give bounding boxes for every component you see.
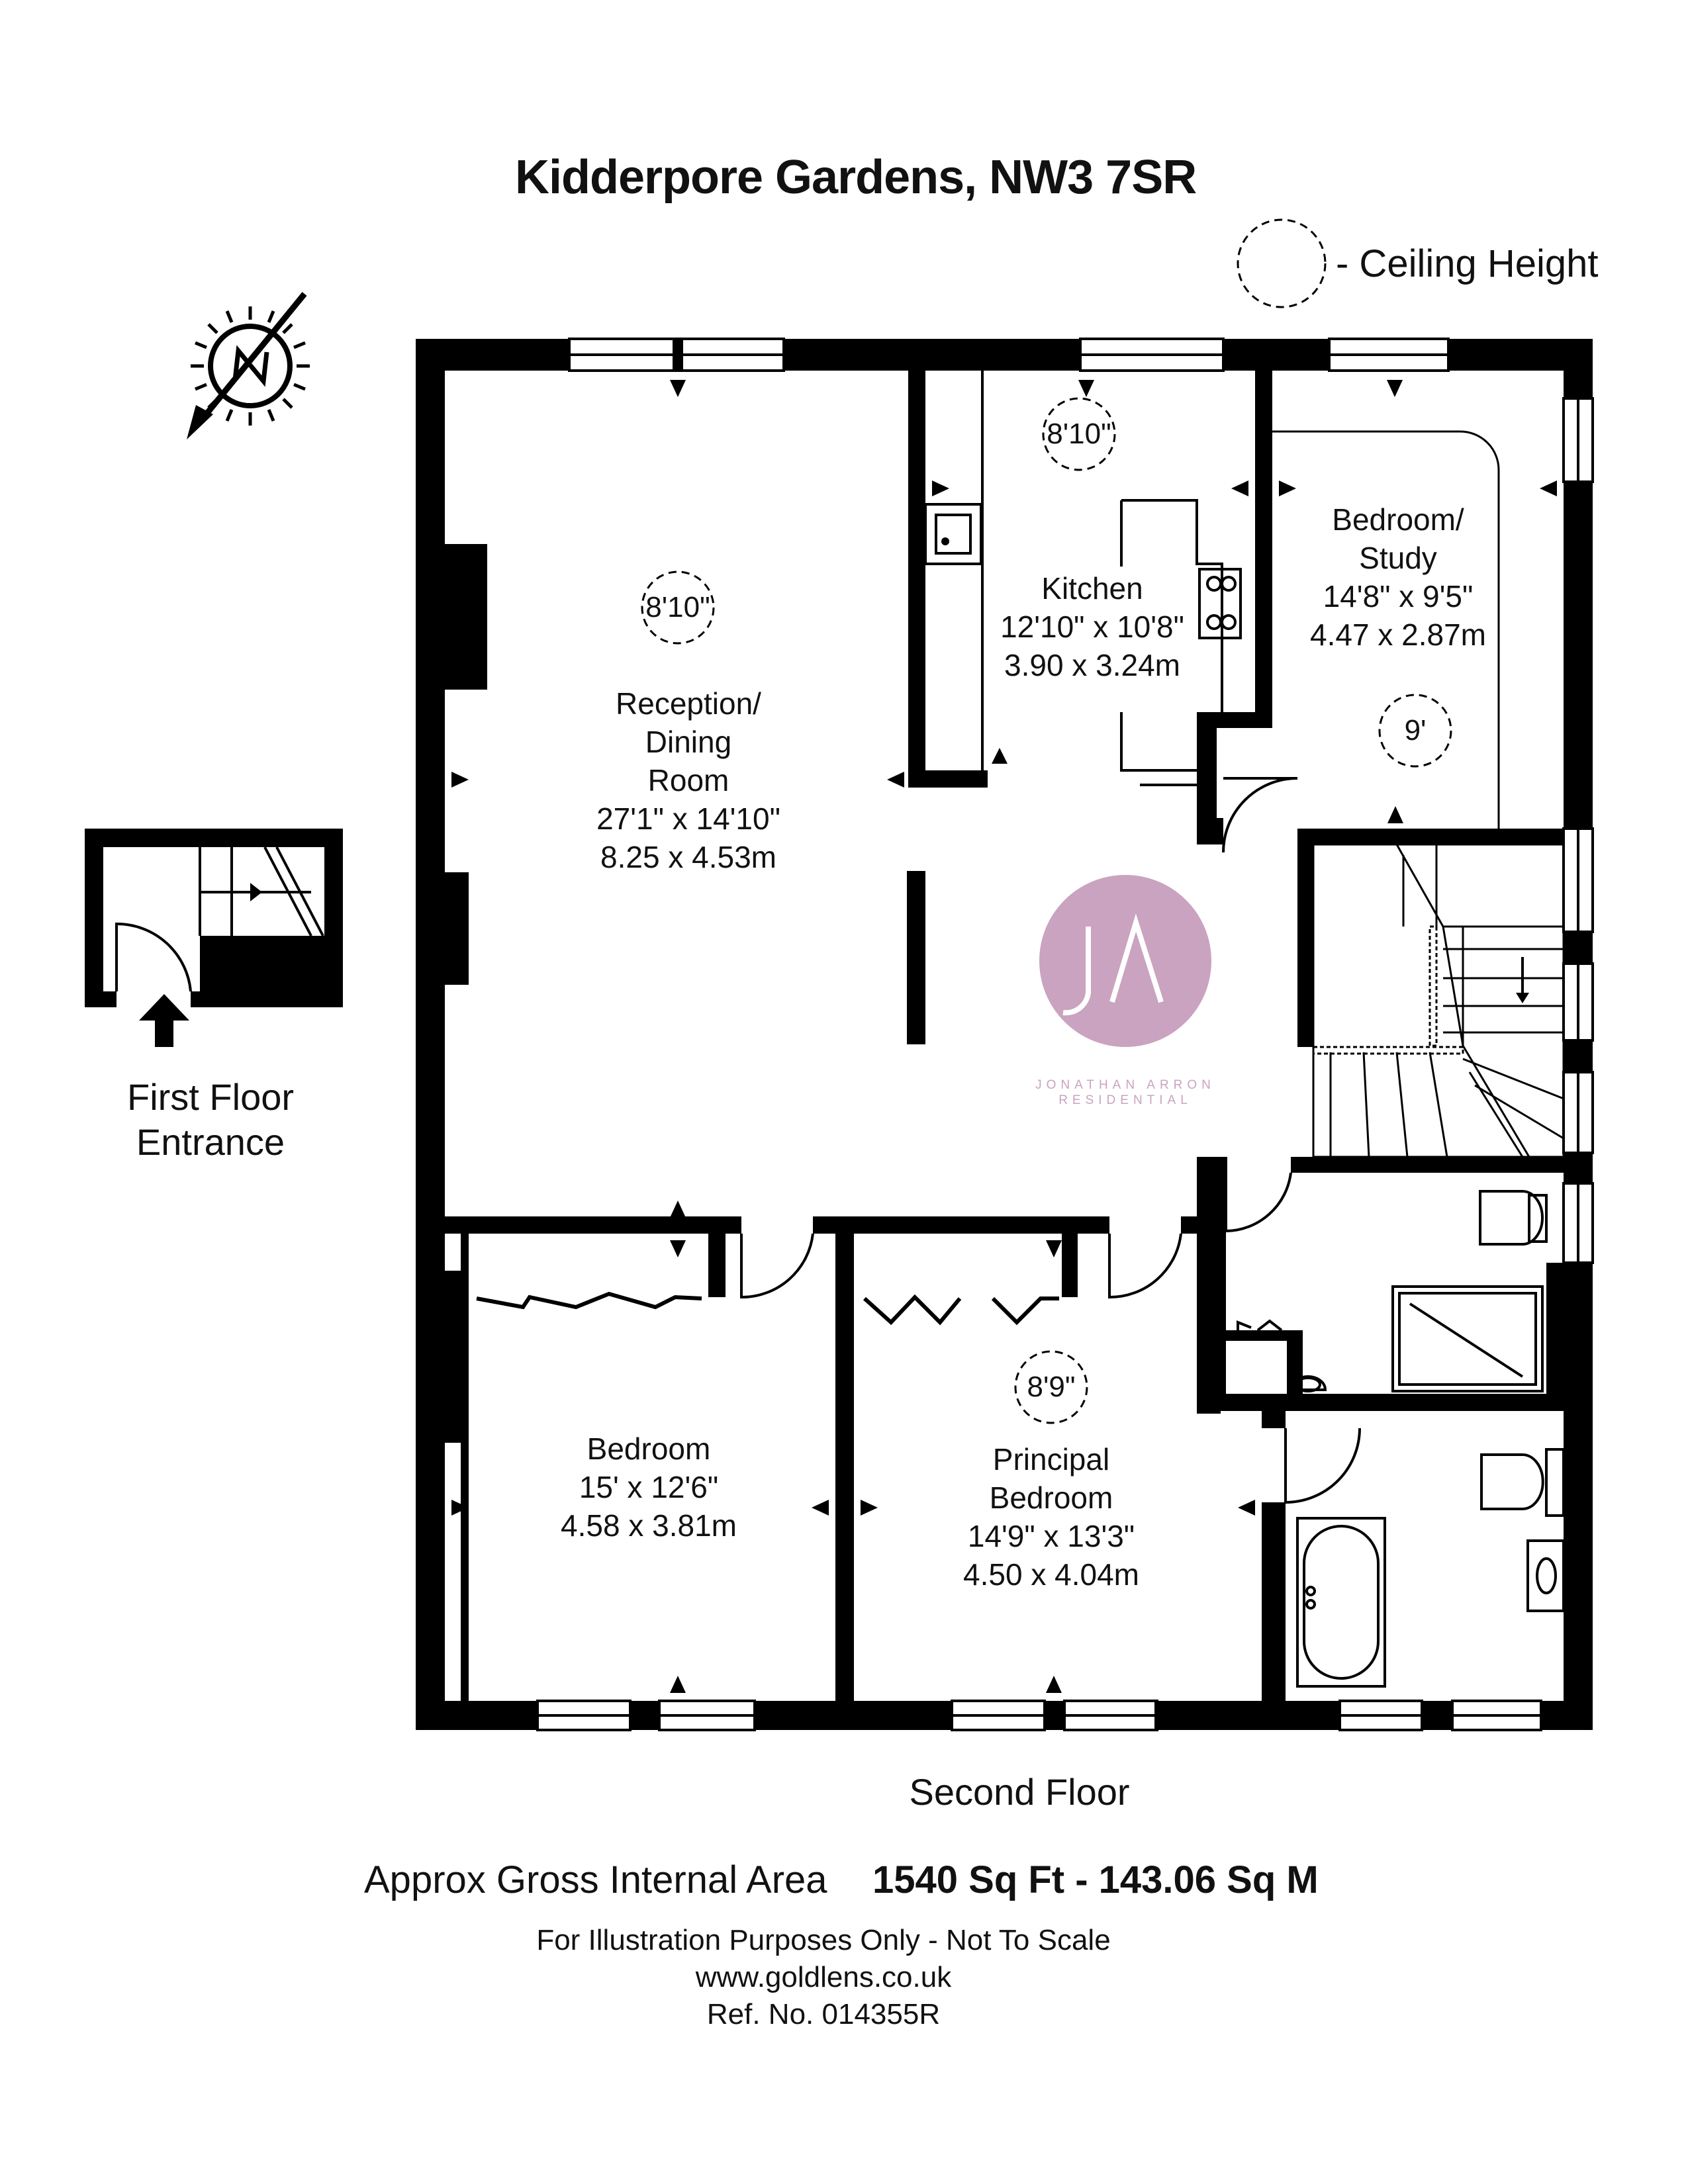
study-ceiling: 9' [1404,714,1427,747]
study-cupboard [1272,430,1500,829]
kitchen-ceiling: 8'10" [1047,418,1111,450]
principal-ceiling: 8'9" [1027,1371,1076,1403]
exterior-walls [416,339,1593,1730]
dimension-arrows [451,380,1557,1693]
ceiling-height-legend: - Ceiling Height [1336,242,1599,285]
first-floor-entrance-plan [85,829,343,1047]
area-value: 1540 Sq Ft - 143.06 Sq M [872,1858,1319,1901]
brand-name: JONATHAN ARRON RESIDENTIAL [1035,1078,1215,1107]
stairs [1312,843,1565,1158]
area-label: Approx Gross Internal Area [364,1858,827,1901]
brand-logo [1039,875,1211,1047]
reception-ceiling: 8'10" [645,591,710,623]
kitchen-fittings [924,371,1242,786]
compass-icon [187,292,310,439]
interior-walls [445,371,1564,1707]
floor-label: Second Floor [909,1771,1130,1813]
room-label-reception: Reception/ Dining Room 27'1" x 14'10" 8.… [596,686,780,874]
wardrobe-doors [476,1291,1059,1326]
footer: For Illustration Purposes Only - Not To … [536,1924,1111,2030]
shower-room-fittings [1289,1190,1548,1392]
bathroom-fittings [1296,1448,1565,1688]
first-floor-entrance-label: First Floor Entrance [127,1076,294,1163]
ceiling-height-markers [641,218,1452,1424]
room-label-principal: Principal Bedroom 14'9" x 13'3" 4.50 x 4… [963,1442,1139,1592]
doors [740,777,1361,1504]
entrance-arrow-icon [139,994,189,1047]
page-title: Kidderpore Gardens, NW3 7SR [515,151,1197,204]
room-label-study: Bedroom/ Study 14'8" x 9'5" 4.47 x 2.87m [1310,502,1486,652]
room-label-bedroom: Bedroom 15' x 12'6" 4.58 x 3.81m [561,1432,737,1543]
room-label-kitchen: Kitchen 12'10" x 10'8" 3.90 x 3.24m [1000,571,1184,682]
